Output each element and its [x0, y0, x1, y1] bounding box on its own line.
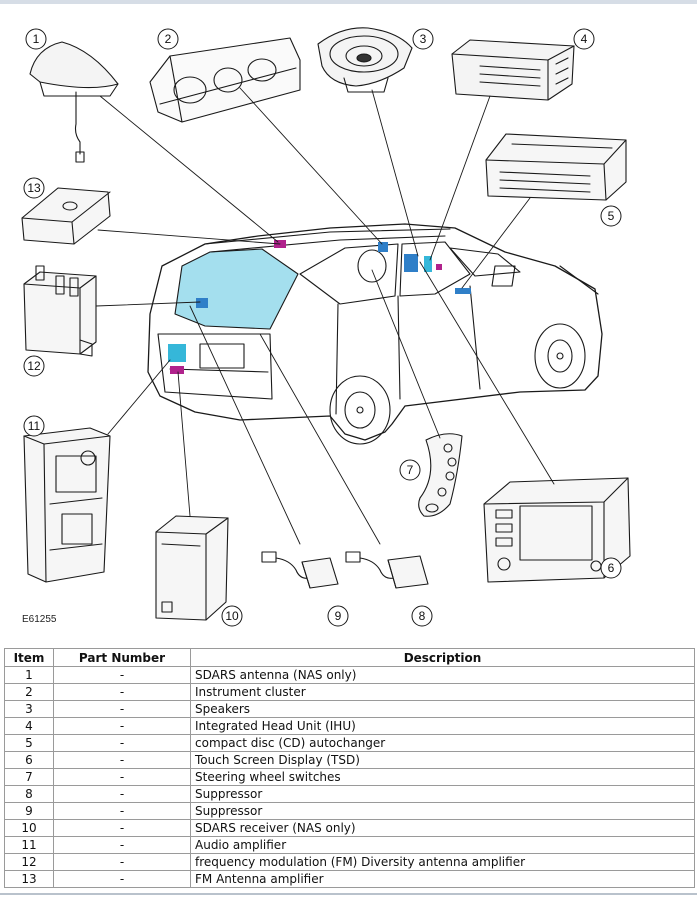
- parts-table: Item Part Number Description 1-SDARS ant…: [4, 648, 695, 888]
- cell-item: 10: [4, 819, 54, 837]
- cell-part-number: -: [53, 853, 191, 871]
- callout-1: 1: [33, 32, 40, 46]
- cell-description: SDARS antenna (NAS only): [190, 666, 695, 684]
- cell-part-number: -: [53, 768, 191, 786]
- cell-part-number: -: [53, 734, 191, 752]
- header-description: Description: [190, 648, 695, 667]
- callout-12: 12: [27, 359, 41, 373]
- callout-11: 11: [28, 419, 41, 433]
- bottom-border: [0, 893, 697, 895]
- cell-description: Touch Screen Display (TSD): [190, 751, 695, 769]
- cell-part-number: -: [53, 751, 191, 769]
- table-row: 12-frequency modulation (FM) Diversity a…: [4, 853, 695, 871]
- vehicle-illustration: [147, 223, 603, 445]
- cell-description: frequency modulation (FM) Diversity ante…: [190, 853, 695, 871]
- cell-description: Suppressor: [190, 802, 695, 820]
- component-3-speaker: [317, 27, 413, 93]
- table-row: 3-Speakers: [4, 700, 695, 718]
- cell-description: Suppressor: [190, 785, 695, 803]
- component-9-suppressor: [261, 551, 339, 589]
- cell-description: Speakers: [190, 700, 695, 718]
- callout-8: 8: [419, 609, 426, 623]
- callout-circles: [23, 28, 622, 627]
- callout-13: 13: [27, 181, 41, 195]
- cell-item: 7: [4, 768, 54, 786]
- component-4-integrated-head-unit: [451, 39, 575, 101]
- component-5-cd-autochanger: [485, 133, 627, 201]
- callout-7: 7: [407, 463, 414, 477]
- cell-part-number: -: [53, 717, 191, 735]
- cell-part-number: -: [53, 666, 191, 684]
- callout-9: 9: [335, 609, 342, 623]
- table-header-row: Item Part Number Description: [4, 648, 695, 667]
- cell-item: 1: [4, 666, 54, 684]
- cell-item: 9: [4, 802, 54, 820]
- cell-description: Instrument cluster: [190, 683, 695, 701]
- component-2-instrument-cluster: [149, 37, 301, 123]
- callout-3: 3: [420, 32, 427, 46]
- cell-description: Steering wheel switches: [190, 768, 695, 786]
- component-1-sdars-antenna: [29, 41, 119, 163]
- top-border: [0, 0, 697, 4]
- table-row: 10-SDARS receiver (NAS only): [4, 819, 695, 837]
- cell-description: Audio amplifier: [190, 836, 695, 854]
- cell-item: 11: [4, 836, 54, 854]
- component-13-fm-antenna-amplifier: [21, 187, 111, 245]
- callout-4: 4: [581, 32, 588, 46]
- table-row: 2-Instrument cluster: [4, 683, 695, 701]
- table-row: 13-FM Antenna amplifier: [4, 870, 695, 888]
- cell-description: FM Antenna amplifier: [190, 870, 695, 888]
- cell-part-number: -: [53, 819, 191, 837]
- cell-description: SDARS receiver (NAS only): [190, 819, 695, 837]
- cell-item: 8: [4, 785, 54, 803]
- component-12-fm-diversity-antenna-amplifier: [23, 265, 97, 357]
- header-item: Item: [4, 648, 54, 667]
- cell-part-number: -: [53, 870, 191, 888]
- table-row: 8-Suppressor: [4, 785, 695, 803]
- cell-part-number: -: [53, 802, 191, 820]
- component-11-audio-amplifier: [23, 427, 111, 583]
- cell-item: 4: [4, 717, 54, 735]
- callout-2: 2: [165, 32, 172, 46]
- component-8-suppressor: [345, 551, 429, 589]
- callout-10: 10: [225, 609, 239, 623]
- cell-part-number: -: [53, 683, 191, 701]
- component-6-touch-screen-display: [483, 477, 631, 583]
- cell-item: 6: [4, 751, 54, 769]
- cell-part-number: -: [53, 785, 191, 803]
- cell-part-number: -: [53, 836, 191, 854]
- table-row: 1-SDARS antenna (NAS only): [4, 666, 695, 684]
- table-row: 9-Suppressor: [4, 802, 695, 820]
- table-row: 5-compact disc (CD) autochanger: [4, 734, 695, 752]
- component-location-diagram: 1 2 3 4 5 6 7 8 9 10 11 12 13 E61255: [21, 27, 631, 627]
- table-row: 7-Steering wheel switches: [4, 768, 695, 786]
- header-part-number: Part Number: [53, 648, 191, 667]
- figure-id: E61255: [22, 614, 57, 625]
- cell-item: 2: [4, 683, 54, 701]
- cell-item: 5: [4, 734, 54, 752]
- component-7-steering-wheel-switches: [418, 433, 463, 517]
- table-row: 6-Touch Screen Display (TSD): [4, 751, 695, 769]
- callout-5: 5: [608, 209, 615, 223]
- cell-description: compact disc (CD) autochanger: [190, 734, 695, 752]
- callout-6: 6: [608, 561, 615, 575]
- cell-description: Integrated Head Unit (IHU): [190, 717, 695, 735]
- component-10-sdars-receiver: [155, 515, 229, 621]
- table-row: 11-Audio amplifier: [4, 836, 695, 854]
- table-row: 4-Integrated Head Unit (IHU): [4, 717, 695, 735]
- cell-item: 3: [4, 700, 54, 718]
- leader-lines: [95, 87, 555, 545]
- cell-item: 12: [4, 853, 54, 871]
- cell-part-number: -: [53, 700, 191, 718]
- cell-item: 13: [4, 870, 54, 888]
